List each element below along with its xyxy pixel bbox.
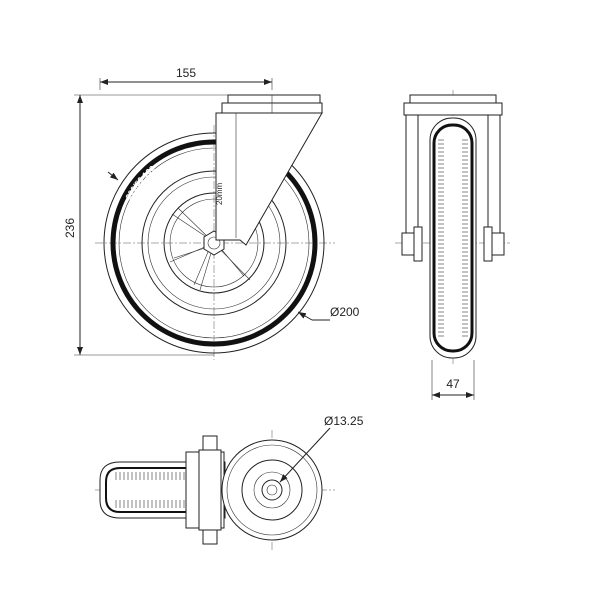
side-view: 47: [395, 90, 510, 400]
tread-pattern: [438, 139, 468, 337]
plate-marking: 20mm: [215, 182, 224, 205]
dimension-155: 155: [176, 66, 196, 80]
bolt-hole: [261, 479, 283, 501]
dimension-diameter-13-25: Ø13.25: [324, 414, 364, 428]
tire-band: [110, 139, 318, 347]
axle-nut-top: [202, 435, 218, 451]
wheel-outer-circle: [103, 132, 325, 354]
axle-nut-left: [401, 232, 415, 256]
dimension-236: 236: [63, 218, 77, 238]
swivel-plate-circle: [221, 439, 323, 541]
tread-pattern-bottom: [115, 472, 185, 508]
front-view: 200/50 100 20mm 155 236 Ø200: [63, 66, 360, 360]
tire-marking: 200/50 100: [124, 164, 157, 201]
axle-nut-right: [491, 232, 505, 256]
wheel-side: [429, 117, 477, 359]
top-view: Ø13.25: [95, 414, 364, 550]
dimension-diameter-200: Ø200: [330, 305, 360, 319]
swivel-fork: [215, 94, 323, 246]
dimension-47: 47: [446, 377, 460, 391]
axle-nut-bottom: [202, 529, 218, 545]
